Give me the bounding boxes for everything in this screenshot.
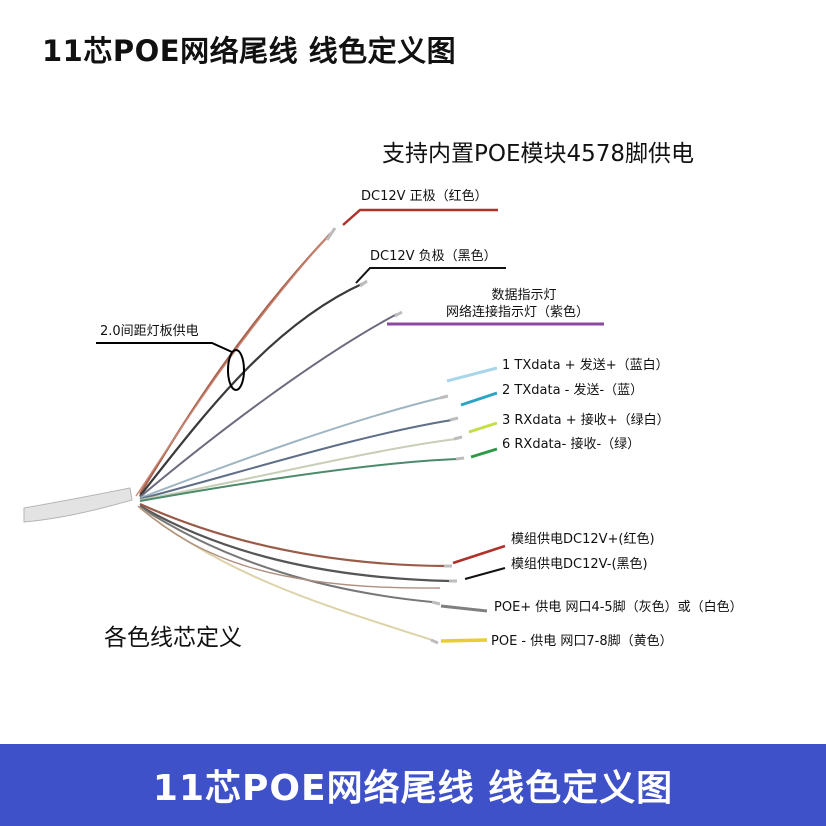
- wire-green-white-rx-pos: [139, 438, 457, 501]
- page-title: 11芯POE网络尾线 线色定义图: [42, 34, 457, 68]
- wire-module-red: [139, 502, 446, 568]
- tip-blue-white: [439, 394, 449, 400]
- tip-black: [359, 279, 368, 288]
- label-poe-pos: POE+ 供电 网口4-5脚（灰色）或（白色）: [494, 600, 743, 615]
- wire-green-rx-neg: [139, 458, 459, 502]
- wire-purple-led: [139, 313, 398, 498]
- marker-green-white: [468, 421, 498, 434]
- label-dc12v-neg: DC12V 负极（黑色）: [370, 249, 497, 264]
- label-dc12v-pos: DC12V 正极（红色）: [361, 189, 488, 204]
- tip-green: [455, 456, 465, 461]
- label-poe-neg: POE - 供电 网口7-8脚（黄色）: [491, 634, 673, 649]
- footer-title: 11芯POE网络尾线 线色定义图: [152, 768, 674, 809]
- marker-module-red: [452, 544, 506, 565]
- subtitle: 支持内置POE模块4578脚供电: [382, 141, 695, 167]
- label-rx-neg: 6 RXdata- 接收-（绿）: [502, 437, 641, 452]
- marker-green: [470, 447, 498, 459]
- tip-blue: [449, 416, 459, 422]
- tip-purple: [394, 310, 403, 318]
- wire-blue-white-tx-pos: [139, 397, 441, 499]
- wire-red-dc12v-pos-2: [135, 236, 328, 497]
- wire-poe-gray: [139, 506, 433, 603]
- wire-black-dc12v-neg: [139, 281, 365, 497]
- label-led-line2: 网络连接指示灯（紫色）: [446, 305, 590, 320]
- marker-poe-yellow: [440, 638, 488, 643]
- wire-module-black: [139, 505, 451, 583]
- tip-poe-yellow: [430, 638, 439, 645]
- cable-jacket: [23, 487, 133, 523]
- tip-poe-gray: [431, 600, 441, 606]
- marker-poe-gray: [440, 604, 488, 613]
- marker-module-black: [464, 567, 506, 580]
- label-tx-pos: 1 TXdata + 发送+（蓝白）: [502, 358, 669, 373]
- marker-blue-white: [446, 366, 498, 383]
- callout-ellipse: [227, 349, 245, 391]
- wire-extra-brown: [137, 505, 441, 589]
- tip-green-white: [453, 435, 463, 441]
- caption-wire-definitions: 各色线芯定义: [104, 625, 242, 651]
- label-spacing-power: 2.0间距灯板供电: [100, 324, 199, 339]
- wire-blue-tx-neg: [139, 419, 453, 500]
- wire-red-dc12v-pos: [139, 232, 332, 495]
- label-module-pos: 模组供电DC12V+(红色): [511, 532, 655, 547]
- label-tx-neg: 2 TXdata - 发送-（蓝）: [502, 383, 644, 398]
- callout-leader: [96, 342, 233, 353]
- label-module-neg: 模组供电DC12V-(黑色): [511, 557, 648, 572]
- label-rx-pos: 3 RXdata + 接收+（绿白）: [502, 413, 670, 428]
- label-led-line1: 数据指示灯: [491, 288, 557, 303]
- tip-red: [325, 227, 337, 241]
- marker-red-pos: [342, 208, 498, 226]
- marker-blue: [460, 391, 498, 407]
- marker-black-neg: [355, 267, 506, 284]
- footer-banner: 11芯POE网络尾线 线色定义图: [0, 744, 826, 826]
